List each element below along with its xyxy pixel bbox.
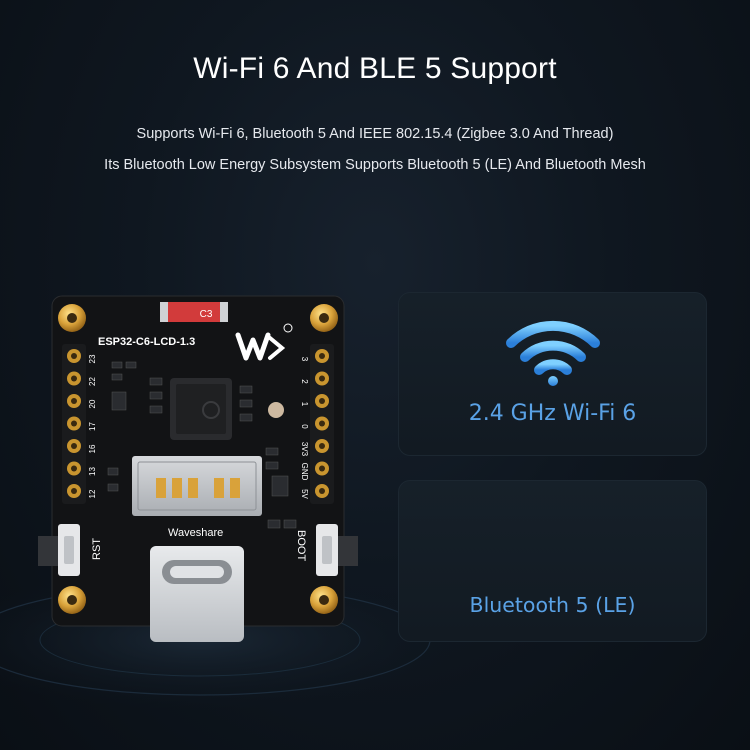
right-pin-hole xyxy=(319,353,325,359)
left-pin-label: 17 xyxy=(88,422,97,431)
usb-c-port xyxy=(150,546,244,642)
crystal-oscillator xyxy=(268,402,284,418)
passive-components xyxy=(107,361,297,529)
left-pin-label: 22 xyxy=(88,377,97,386)
right-pin-hole xyxy=(319,488,325,494)
left-pin-hole xyxy=(71,488,77,494)
left-pin-hole xyxy=(71,398,77,404)
left-pin-hole xyxy=(71,443,77,449)
left-pin-hole xyxy=(71,465,77,472)
left-pin-hole xyxy=(71,353,77,359)
right-pin-label: 3 xyxy=(300,357,309,362)
boot-button xyxy=(316,524,358,576)
bluetooth-feature-label: Bluetooth 5 (LE) xyxy=(469,593,636,617)
right-pin-label: 0 xyxy=(300,424,309,429)
right-pin-hole xyxy=(319,465,325,472)
right-pin-hole xyxy=(319,398,325,404)
mounting-hole-bl xyxy=(58,586,86,614)
right-pin-label: 3V3 xyxy=(300,442,309,457)
sd-card-slot xyxy=(132,456,262,516)
rst-label: RST xyxy=(91,538,103,560)
left-pin-label: 20 xyxy=(88,399,97,408)
boot-label: BOOT xyxy=(295,530,307,561)
right-pin-hole xyxy=(319,443,325,449)
bluetooth-feature-card: Bluetooth 5 (LE) xyxy=(398,480,707,642)
left-pin-label: 16 xyxy=(88,444,97,453)
right-pin-hole xyxy=(319,420,325,427)
waveshare-logo-icon xyxy=(235,323,293,361)
right-pin-label: 2 xyxy=(300,379,309,384)
subtitle-line-2: Its Bluetooth Low Energy Subsystem Suppo… xyxy=(104,157,646,173)
mounting-hole-tr xyxy=(310,304,338,332)
left-pin-label: 13 xyxy=(88,467,97,476)
right-pin-label: 1 xyxy=(300,402,309,407)
board-model-label: ESP32-C6-LCD-1.3 xyxy=(98,336,195,348)
right-pin-label: 5V xyxy=(300,489,309,499)
left-pin-label: 23 xyxy=(88,354,97,363)
page-title: Wi-Fi 6 And BLE 5 Support xyxy=(193,52,557,85)
board-brand-label: Waveshare xyxy=(168,527,223,539)
wifi-icon xyxy=(506,320,600,386)
right-pin-label: GND xyxy=(300,463,309,481)
capacitor-c3 xyxy=(166,302,222,322)
capacitor-label: C3 xyxy=(200,309,213,320)
wifi-feature-label: 2.4 GHz Wi-Fi 6 xyxy=(468,401,637,426)
left-pin-label: 12 xyxy=(88,489,97,498)
subtitle-line-1: Supports Wi-Fi 6, Bluetooth 5 And IEEE 8… xyxy=(136,126,614,142)
esp32-c6-chip xyxy=(170,378,232,440)
left-pin-hole xyxy=(71,420,77,427)
right-pin-hole xyxy=(319,375,325,382)
mounting-hole-br xyxy=(310,586,338,614)
rst-button xyxy=(38,524,80,576)
mounting-hole-tl xyxy=(58,304,86,332)
left-pin-hole xyxy=(71,375,77,382)
wifi-feature-card: 2.4 GHz Wi-Fi 6 xyxy=(398,292,707,456)
